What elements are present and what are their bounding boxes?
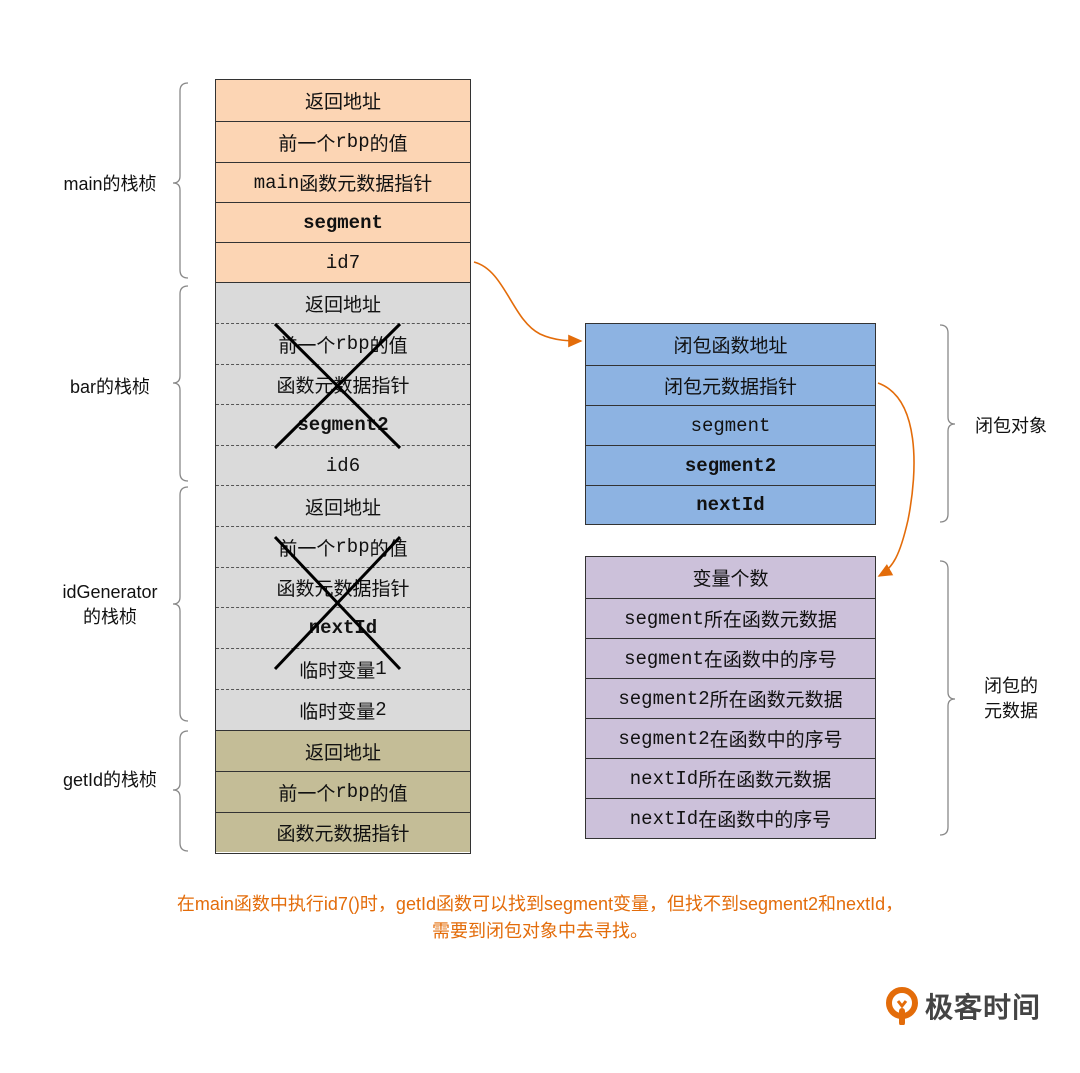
closure-metadata-pointer: 闭包元数据指针	[586, 365, 875, 405]
bar-frame-label: bar的栈桢	[69, 377, 150, 397]
main-frame-label: main的栈桢	[63, 174, 157, 194]
bar-frame-cross-b	[273, 322, 402, 450]
getid-frame-brace	[172, 730, 189, 852]
main-prev-rbp-prefix: 前一个	[278, 133, 336, 155]
closure-metadata-label: 闭包的 元数据	[966, 674, 1056, 724]
closure-nextid: nextId	[586, 485, 875, 524]
idgen-temp-var-1-num: 1	[375, 658, 387, 680]
main-metadata-pointer-fn: main	[253, 171, 300, 194]
closure-object-label: 闭包对象	[975, 416, 1047, 436]
getid-prev-rbp-suffix: 的值	[369, 783, 408, 805]
idgenerator-frame-brace	[172, 486, 189, 722]
bar-frame-brace	[172, 285, 189, 482]
metadata-row-var: nextId	[629, 767, 699, 790]
main-return-address: 返回地址	[216, 80, 470, 121]
metadata-row-desc: 所在函数元数据	[703, 610, 837, 631]
metadata-row-var: segment2	[618, 687, 710, 710]
metadata-row-var: segment	[624, 647, 704, 670]
metadata-row-desc: 在函数中的序号	[698, 810, 832, 831]
main-id7: id7	[216, 242, 470, 282]
metadata-row-var: segment2	[618, 727, 710, 750]
bar-return-address: 返回地址	[216, 282, 470, 323]
metadata-row-var: segment	[624, 607, 704, 630]
bar-prev-rbp-reg: rbp	[335, 333, 370, 355]
bar-metadata-pointer: 函数元数据指针	[216, 364, 470, 404]
idgenerator-frame-label: idGenerator 的栈桢	[40, 580, 180, 630]
idgenerator-frame-label-line1: idGenerator	[62, 582, 158, 602]
getid-prev-rbp-reg: rbp	[335, 781, 370, 803]
closure-object-brace	[939, 324, 956, 523]
idgenerator-frame-cross-b	[273, 535, 402, 671]
closure-segment2: segment2	[586, 445, 875, 485]
idgenerator-frame-label-line2: 的栈桢	[83, 607, 137, 627]
metadata-row-desc: 所在函数元数据	[709, 690, 843, 711]
metadata-row-desc: 所在函数元数据	[698, 770, 832, 791]
idgen-temp-var-1-text: 临时变量	[299, 660, 376, 682]
main-metadata-pointer-text: 函数元数据指针	[299, 174, 433, 195]
idgen-return-address: 返回地址	[216, 485, 470, 526]
closure-metadata-brace	[939, 560, 956, 836]
caption-line-2: 需要到闭包对象中去寻找。	[432, 921, 648, 941]
getid-frame-label: getId的栈桢	[62, 770, 158, 790]
idgen-nextid: nextId	[216, 607, 470, 648]
main-prev-rbp-suffix: 的值	[369, 133, 408, 155]
closure-segment: segment	[586, 405, 875, 445]
bar-prev-rbp-suffix: 的值	[369, 335, 408, 357]
geektime-logo: 极客时间	[885, 986, 1041, 1026]
idgen-temp-var-2-num: 2	[375, 699, 387, 721]
metadata-row-var: nextId	[629, 807, 699, 830]
idgen-temp-var-2-text: 临时变量	[299, 701, 376, 723]
geektime-logo-icon	[886, 987, 918, 1025]
metadata-row-desc: 在函数中的序号	[709, 730, 843, 751]
bar-segment2: segment2	[216, 404, 470, 445]
idgen-prev-rbp-reg: rbp	[335, 536, 370, 558]
caption-line-1: 在main函数中执行id7()时，getId函数可以找到segment变量，但找…	[176, 894, 904, 914]
main-prev-rbp-reg: rbp	[335, 131, 370, 153]
id7-to-closure-arrow	[473, 261, 583, 348]
metadata-pointer-arrow	[877, 382, 915, 577]
metadata-row-desc: 在函数中的序号	[703, 650, 837, 671]
getid-return-address: 返回地址	[216, 730, 470, 771]
closure-object: 闭包函数地址 闭包元数据指针 segment segment2 nextId	[585, 323, 876, 525]
getid-prev-rbp-prefix: 前一个	[278, 783, 336, 805]
closure-function-address: 闭包函数地址	[586, 324, 875, 365]
closure-metadata-label-line1: 闭包的	[984, 676, 1038, 696]
metadata-variable-count: 变量个数	[586, 557, 875, 598]
idgen-metadata-pointer: 函数元数据指针	[216, 567, 470, 607]
closure-metadata-label-line2: 元数据	[984, 701, 1038, 721]
getid-metadata-pointer: 函数元数据指针	[216, 812, 470, 852]
main-frame-brace	[172, 82, 189, 279]
geektime-logo-text: 极客时间	[925, 992, 1042, 1023]
main-segment: segment	[216, 202, 470, 242]
bar-id6: id6	[216, 445, 470, 485]
